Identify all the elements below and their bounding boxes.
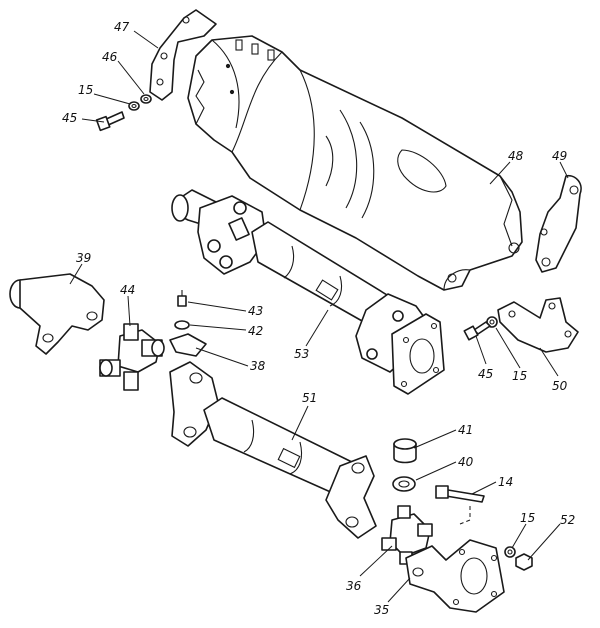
callout-48: 48 <box>508 149 524 163</box>
callout-43: 43 <box>248 304 263 318</box>
bracket-49 <box>535 174 582 273</box>
callout-46: 46 <box>102 50 118 64</box>
bolt-45-a <box>95 111 125 132</box>
callout-40: 40 <box>458 455 474 469</box>
cross-44 <box>99 323 165 391</box>
nut-52 <box>515 553 533 571</box>
callout-labels: 47 46 15 45 48 49 39 44 43 42 38 53 45 1… <box>62 20 575 617</box>
washer-42 <box>174 320 190 330</box>
bearing-cup-41 <box>393 438 417 464</box>
callout-15: 15 <box>78 83 93 97</box>
callout-42: 42 <box>248 324 263 338</box>
callout-39: 39 <box>76 251 91 265</box>
driveshaft-53 <box>171 189 445 395</box>
grease-fitting-43 <box>177 290 187 307</box>
callout-52: 52 <box>560 513 575 527</box>
callout-45: 45 <box>62 111 77 125</box>
callout-35: 35 <box>374 603 389 617</box>
callout-15c: 15 <box>520 511 535 525</box>
callout-45b: 45 <box>478 367 493 381</box>
driveshaft-51 <box>169 361 377 539</box>
leader-lines <box>69 30 569 603</box>
shroud-48 <box>187 35 523 291</box>
bolt-45-b <box>463 321 491 341</box>
callout-41: 41 <box>458 423 473 437</box>
callout-38: 38 <box>250 359 266 373</box>
bracket-50 <box>497 297 579 353</box>
yoke-39 <box>9 273 105 355</box>
callout-47: 47 <box>114 20 130 34</box>
lock-washer-15-a <box>128 101 140 111</box>
bracket-47 <box>149 9 217 101</box>
callout-50: 50 <box>552 379 568 393</box>
callout-53: 53 <box>294 347 309 361</box>
callout-36: 36 <box>346 579 362 593</box>
plate-38 <box>169 333 207 357</box>
cross-36 <box>381 505 433 565</box>
flange-yoke-35 <box>405 539 505 613</box>
lock-washer-15-c <box>504 546 516 558</box>
seal-40 <box>392 476 416 492</box>
callout-51: 51 <box>302 391 317 405</box>
washer-46 <box>140 94 152 104</box>
callout-44: 44 <box>120 283 135 297</box>
callout-49: 49 <box>552 149 567 163</box>
callout-14: 14 <box>498 475 513 489</box>
callout-15b: 15 <box>512 369 527 383</box>
